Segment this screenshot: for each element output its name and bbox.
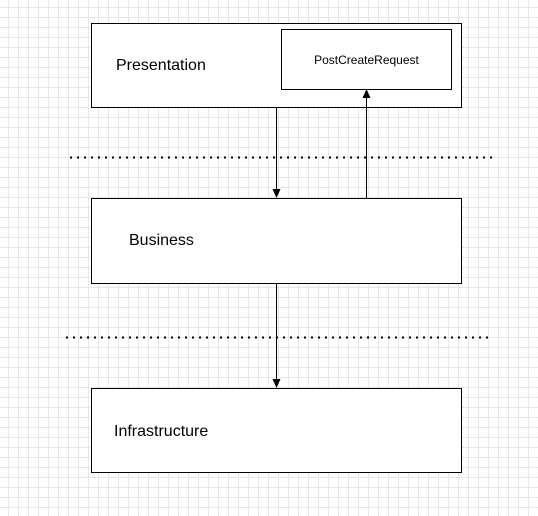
post-create-request-label: PostCreateRequest [314, 52, 419, 67]
presentation-layer-box[interactable]: Presentation PostCreateRequest [91, 23, 462, 108]
infrastructure-layer-box[interactable]: Infrastructure [91, 388, 462, 473]
infrastructure-layer-label: Infrastructure [114, 423, 209, 440]
arrow-business-to-infrastructure[interactable] [272, 284, 281, 388]
arrow-presentation-to-business[interactable] [272, 108, 281, 198]
presentation-layer-label: Presentation [116, 57, 206, 74]
arrow-business-to-post-create-request[interactable] [362, 89, 371, 198]
business-layer-box[interactable]: Business [91, 198, 462, 284]
business-layer-label: Business [129, 232, 194, 249]
